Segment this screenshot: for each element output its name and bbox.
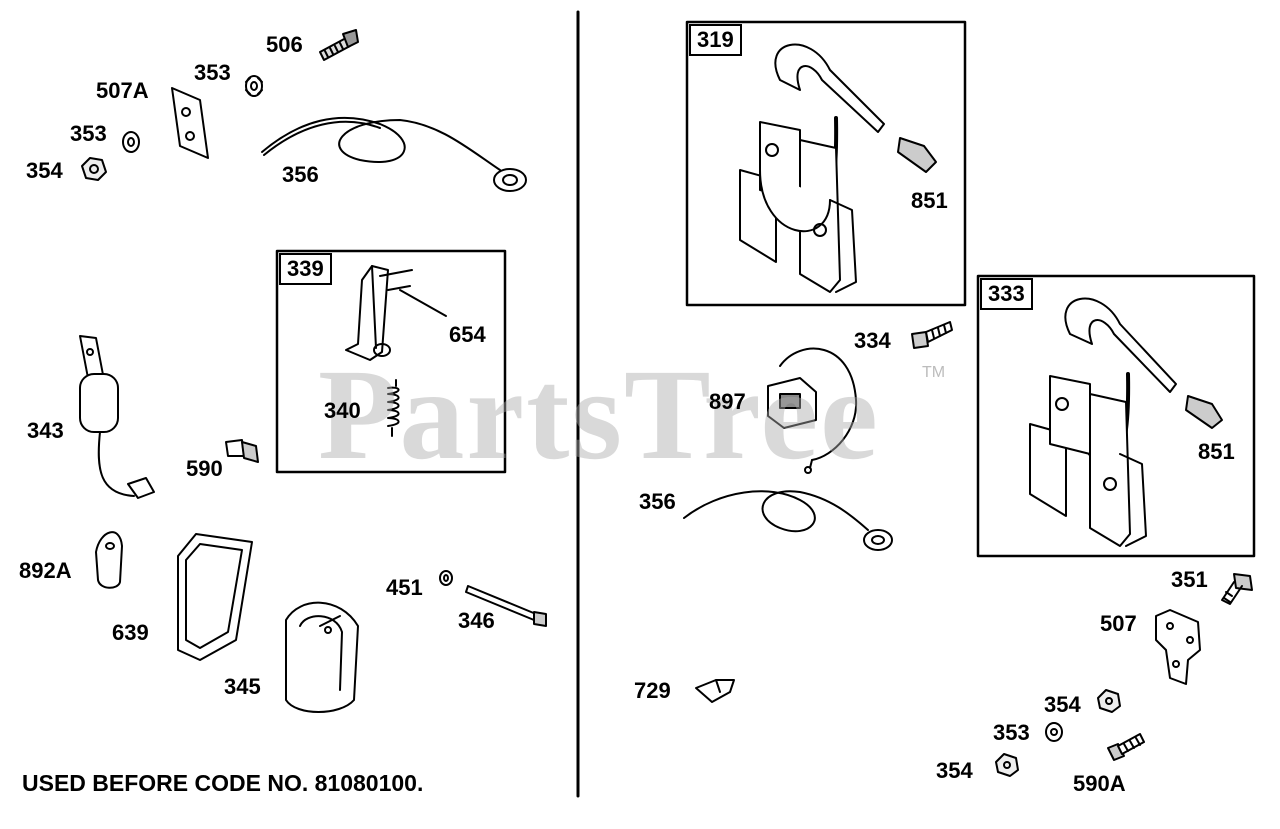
- part-354-nut-right-icon: [1097, 689, 1121, 713]
- label-590: 590: [186, 456, 223, 481]
- label-729: 729: [634, 678, 671, 703]
- label-356-right: 356: [639, 489, 676, 514]
- part-353-washer-icon: [245, 75, 263, 97]
- label-334: 334: [854, 328, 891, 353]
- part-353-washer-left-icon: [122, 131, 140, 153]
- part-334-screw-icon: [911, 321, 953, 349]
- part-345-cover-icon: [285, 601, 359, 713]
- label-345: 345: [224, 674, 261, 699]
- part-353-washer-right-icon: [1045, 722, 1063, 742]
- label-897: 897: [709, 389, 746, 414]
- label-343: 343: [27, 418, 64, 443]
- label-353-right: 353: [993, 720, 1030, 745]
- part-507A-plate-icon: [171, 87, 209, 159]
- watermark-trademark: TM: [922, 364, 946, 381]
- part-892A-gasket-icon: [95, 531, 123, 589]
- part-319-armature-icon: [739, 43, 937, 293]
- part-356-wire-icon: [261, 116, 527, 192]
- label-507: 507: [1100, 611, 1137, 636]
- part-354-nut-icon: [81, 157, 107, 181]
- label-356-left: 356: [282, 162, 319, 187]
- label-354-right: 354: [1044, 692, 1081, 717]
- part-343-condenser-icon: [79, 335, 155, 499]
- label-340: 340: [324, 398, 361, 423]
- label-351: 351: [1171, 567, 1208, 592]
- label-507A: 507A: [96, 78, 149, 103]
- label-892A: 892A: [19, 558, 72, 583]
- box-333-label: 333: [980, 278, 1033, 310]
- part-351-screw-icon: [1221, 573, 1253, 605]
- label-353-left: 353: [70, 121, 107, 146]
- label-851-top: 851: [911, 188, 948, 213]
- label-354-left: 354: [26, 158, 63, 183]
- label-654: 654: [449, 322, 486, 347]
- box-339: [275, 249, 507, 474]
- part-507-bracket-icon: [1155, 609, 1201, 685]
- label-353-top: 353: [194, 60, 231, 85]
- part-451-washer-icon: [439, 570, 453, 586]
- part-590-bolt-icon: [225, 439, 259, 463]
- label-590A: 590A: [1073, 771, 1126, 796]
- box-319: [685, 20, 967, 307]
- label-639: 639: [112, 620, 149, 645]
- label-451: 451: [386, 575, 423, 600]
- part-506-bolt-icon: [319, 29, 359, 61]
- box-339-label: 339: [279, 253, 332, 285]
- label-346: 346: [458, 608, 495, 633]
- part-346-bolt-icon: [465, 585, 547, 627]
- box-319-label: 319: [689, 24, 742, 56]
- part-729-clip-icon: [695, 679, 735, 703]
- part-354-nut-bottom-icon: [995, 753, 1019, 777]
- part-897-module-icon: [767, 347, 858, 474]
- label-851-bottom: 851: [1198, 439, 1235, 464]
- part-333-armature-icon: [1029, 297, 1223, 547]
- part-654-bracket-icon: [345, 265, 447, 361]
- label-354-bottom: 354: [936, 758, 973, 783]
- footnote: USED BEFORE CODE NO. 81080100.: [22, 770, 424, 796]
- part-639-gasket-icon: [177, 533, 253, 661]
- label-506: 506: [266, 32, 303, 57]
- watermark: PartsTree: [318, 343, 880, 487]
- part-356-wire-right-icon: [683, 490, 893, 551]
- part-340-spring-icon: [387, 379, 400, 437]
- part-590A-screw-icon: [1107, 733, 1145, 761]
- box-333: [976, 274, 1256, 558]
